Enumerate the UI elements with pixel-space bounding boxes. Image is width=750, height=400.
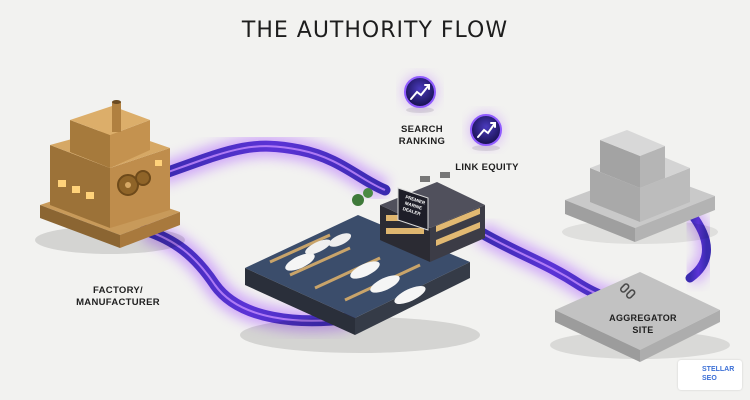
link-equity-icon xyxy=(469,113,503,151)
dealer-sign-line3: DEALER xyxy=(402,206,422,217)
aggregator-label-line1: AGGREGATOR xyxy=(609,313,677,323)
dealer-sign: PREMIER MARINE DEALER xyxy=(402,194,427,217)
aggregator-label-line2: SITE xyxy=(632,325,654,335)
factory-label-line1: FACTORY/ xyxy=(93,285,143,296)
logo-text: STELLAR SEO xyxy=(702,365,742,383)
search-ranking-icon xyxy=(403,75,437,113)
page-title: THE AUTHORITY FLOW xyxy=(241,18,509,43)
flow-path-factory-lower-loop xyxy=(139,219,356,332)
factory-icon xyxy=(35,100,185,254)
factory-label: FACTORY/ MANUFACTURER xyxy=(68,285,168,309)
aggregator-site-platform xyxy=(550,272,730,362)
search-ranking-label-line1: SEARCH xyxy=(401,124,443,135)
aggregator-label: AGGREGATOR SITE xyxy=(608,312,678,336)
factory-label-line2: MANUFACTURER xyxy=(76,297,160,308)
dealer-sign-line1: PREMIER xyxy=(405,194,427,205)
search-ranking-label-line2: RANKING xyxy=(398,136,446,147)
flow-path-aggregator-loop xyxy=(682,206,716,286)
logo-line1: STELLAR xyxy=(702,366,735,373)
stellar-seo-logo: STELLAR SEO xyxy=(678,360,742,390)
marina-building-icon xyxy=(240,172,485,353)
dealer-sign-line2: MARINE xyxy=(404,200,422,210)
link-equity-label: LINK EQUITY xyxy=(455,162,519,173)
search-ranking-label: SEARCH RANKING xyxy=(392,124,452,148)
link-icon xyxy=(619,283,636,299)
aggregator-block-icon xyxy=(562,130,718,244)
logo-line2: SEO xyxy=(702,375,717,382)
flow-path-factory-to-marina xyxy=(154,135,391,201)
